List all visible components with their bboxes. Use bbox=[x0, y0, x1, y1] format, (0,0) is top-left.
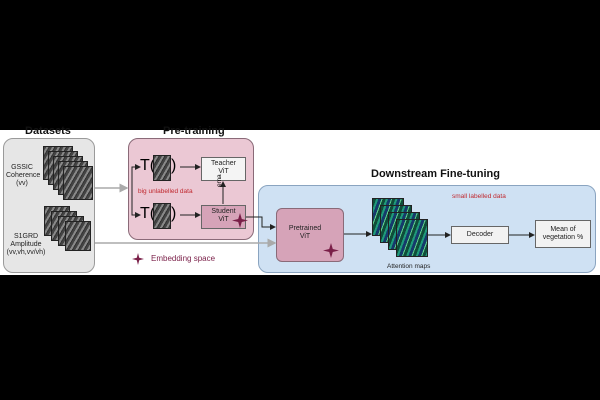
transform-t2-close: ) bbox=[171, 205, 177, 222]
augmented-view-1 bbox=[153, 155, 171, 181]
attention-maps-label: Attention maps bbox=[387, 263, 431, 270]
student-embedding-star-icon bbox=[232, 213, 248, 228]
embedding-star-icon bbox=[132, 252, 144, 265]
s1grd-label: S1GRD Amplitude (vv,vh,vv/vh) bbox=[6, 233, 46, 256]
labelled-data-label: small labelled data bbox=[452, 193, 506, 200]
augmented-view-2 bbox=[153, 203, 171, 229]
s1grd-image bbox=[65, 221, 91, 251]
pretraining-title: Pre-training bbox=[163, 125, 225, 137]
connector-arrows bbox=[95, 164, 535, 258]
transform-t1-close: ) bbox=[171, 157, 177, 174]
pretrained-vit bbox=[276, 208, 344, 262]
student-vit bbox=[201, 205, 246, 229]
finetuning-title: Downstream Fine-tuning bbox=[371, 168, 500, 180]
embedding-space-label: Embedding space bbox=[151, 254, 216, 263]
pretrained-vit-label: Pretrained ViT bbox=[288, 225, 322, 240]
gssic-label: GSSIC Coherence (vv) bbox=[6, 164, 41, 187]
transform-t2: T( bbox=[140, 205, 156, 222]
output-label: Mean of vegetation % bbox=[542, 226, 584, 241]
teacher-vit-label: Teacher ViT bbox=[211, 160, 236, 175]
diagram-canvas: Datasets Pre-training Downstream Fine-tu… bbox=[0, 125, 600, 275]
pretrained-embedding-star-icon bbox=[323, 243, 339, 258]
datasets-title: Datasets bbox=[25, 125, 71, 137]
output-box bbox=[535, 220, 591, 248]
teacher-vit bbox=[201, 157, 246, 181]
attention-map bbox=[396, 219, 428, 257]
gssic-image bbox=[63, 166, 93, 200]
decoder-label: Decoder bbox=[466, 231, 494, 238]
student-vit-label: Student ViT bbox=[211, 208, 236, 223]
transform-t1: T( bbox=[140, 157, 156, 174]
unlabelled-data-label: big unlabelled data bbox=[138, 188, 193, 195]
decoder-box bbox=[451, 226, 509, 244]
